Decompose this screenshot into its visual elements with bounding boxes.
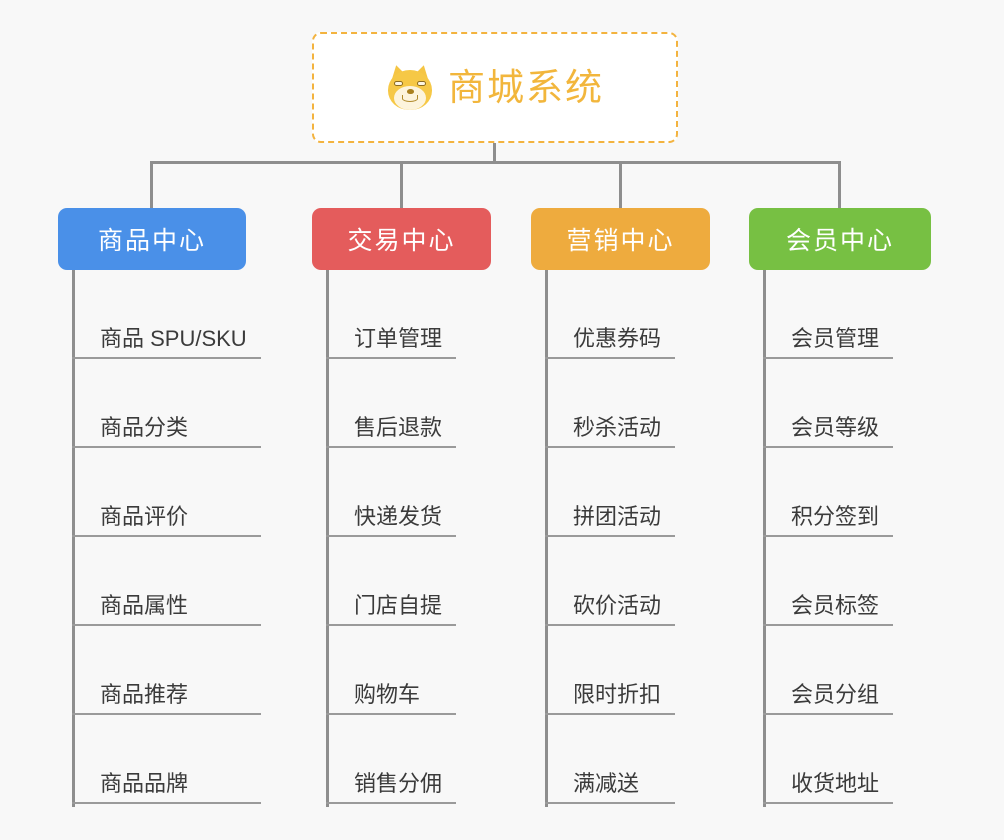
leaf-label: 商品评价 bbox=[100, 503, 189, 529]
leaf-item[interactable]: 销售分佣 bbox=[326, 715, 457, 804]
leaf-item[interactable]: 优惠券码 bbox=[545, 270, 676, 359]
connector-horizontal-bus bbox=[150, 161, 841, 164]
root-node[interactable]: 商城系统 bbox=[312, 32, 678, 143]
leaf-item[interactable]: 商品属性 bbox=[72, 537, 261, 626]
leaf-label: 订单管理 bbox=[354, 325, 443, 351]
connector-drop-3 bbox=[619, 161, 622, 208]
leaf-item[interactable]: 秒杀活动 bbox=[545, 359, 676, 448]
leaf-label: 会员管理 bbox=[791, 325, 880, 351]
trunk-line-1 bbox=[72, 270, 75, 807]
leaf-label: 砍价活动 bbox=[573, 592, 662, 618]
leaf-list-4: 会员管理 会员等级 积分签到 会员标签 会员分组 收货地址 bbox=[763, 270, 894, 804]
leaf-item[interactable]: 满减送 bbox=[545, 715, 676, 804]
category-title-2: 交易中心 bbox=[347, 227, 456, 255]
branch-column-3: 营销中心 优惠券码 秒杀活动 拼团活动 砍价活动 限时折扣 满减送 bbox=[531, 208, 710, 807]
leaf-item[interactable]: 砍价活动 bbox=[545, 537, 676, 626]
leaf-label: 商品推荐 bbox=[100, 681, 189, 707]
leaf-item[interactable]: 售后退款 bbox=[326, 359, 457, 448]
shiba-dog-icon bbox=[386, 62, 434, 111]
leaf-item[interactable]: 商品评价 bbox=[72, 448, 261, 537]
leaf-item[interactable]: 收货地址 bbox=[763, 715, 894, 804]
leaf-label: 满减送 bbox=[573, 770, 640, 796]
category-header-4[interactable]: 会员中心 bbox=[749, 208, 931, 270]
leaf-label: 售后退款 bbox=[354, 414, 443, 440]
leaf-item[interactable]: 会员管理 bbox=[763, 270, 894, 359]
leaf-label: 门店自提 bbox=[354, 592, 443, 618]
category-header-2[interactable]: 交易中心 bbox=[312, 208, 491, 270]
leaf-label: 购物车 bbox=[354, 681, 421, 707]
leaf-item[interactable]: 商品品牌 bbox=[72, 715, 261, 804]
category-title-4: 会员中心 bbox=[785, 227, 894, 255]
leaf-item[interactable]: 商品 SPU/SKU bbox=[72, 270, 261, 359]
leaf-label: 积分签到 bbox=[791, 503, 880, 529]
leaf-item[interactable]: 门店自提 bbox=[326, 537, 457, 626]
category-title-1: 商品中心 bbox=[97, 227, 206, 255]
leaf-label: 会员分组 bbox=[791, 681, 880, 707]
branch-column-2: 交易中心 订单管理 售后退款 快递发货 门店自提 购物车 销售分佣 bbox=[312, 208, 491, 807]
leaf-item[interactable]: 会员分组 bbox=[763, 626, 894, 715]
trunk-line-3 bbox=[545, 270, 548, 807]
leaf-label: 优惠券码 bbox=[573, 325, 662, 351]
category-title-3: 营销中心 bbox=[566, 227, 675, 255]
category-header-3[interactable]: 营销中心 bbox=[531, 208, 710, 270]
leaf-item[interactable]: 商品分类 bbox=[72, 359, 261, 448]
leaf-label: 商品品牌 bbox=[100, 770, 189, 796]
leaf-label: 限时折扣 bbox=[573, 681, 662, 707]
leaf-label: 销售分佣 bbox=[354, 770, 443, 796]
leaf-label: 商品分类 bbox=[100, 414, 189, 440]
connector-drop-2 bbox=[400, 161, 403, 208]
root-title: 商城系统 bbox=[448, 67, 604, 108]
leaf-label: 收货地址 bbox=[791, 770, 880, 796]
trunk-line-4 bbox=[763, 270, 766, 807]
leaf-list-3: 优惠券码 秒杀活动 拼团活动 砍价活动 限时折扣 满减送 bbox=[545, 270, 676, 804]
leaf-item[interactable]: 拼团活动 bbox=[545, 448, 676, 537]
branch-column-4: 会员中心 会员管理 会员等级 积分签到 会员标签 会员分组 收货地址 bbox=[749, 208, 931, 807]
trunk-line-2 bbox=[326, 270, 329, 807]
leaf-item[interactable]: 积分签到 bbox=[763, 448, 894, 537]
leaf-label: 会员标签 bbox=[791, 592, 880, 618]
leaf-label: 商品属性 bbox=[100, 592, 189, 618]
connector-drop-4 bbox=[838, 161, 841, 208]
connector-drop-1 bbox=[150, 161, 153, 208]
leaf-item[interactable]: 商品推荐 bbox=[72, 626, 261, 715]
leaf-item[interactable]: 订单管理 bbox=[326, 270, 457, 359]
leaf-label: 秒杀活动 bbox=[573, 414, 662, 440]
connector-root-stem bbox=[493, 143, 496, 164]
leaf-label: 会员等级 bbox=[791, 414, 880, 440]
leaf-list-2: 订单管理 售后退款 快递发货 门店自提 购物车 销售分佣 bbox=[326, 270, 457, 804]
category-header-1[interactable]: 商品中心 bbox=[58, 208, 246, 270]
leaf-label: 拼团活动 bbox=[573, 503, 662, 529]
leaf-item[interactable]: 快递发货 bbox=[326, 448, 457, 537]
leaf-item[interactable]: 会员等级 bbox=[763, 359, 894, 448]
leaf-list-1: 商品 SPU/SKU 商品分类 商品评价 商品属性 商品推荐 商品品牌 bbox=[72, 270, 261, 804]
leaf-label: 商品 SPU/SKU bbox=[100, 325, 247, 351]
leaf-item[interactable]: 会员标签 bbox=[763, 537, 894, 626]
branch-column-1: 商品中心 商品 SPU/SKU 商品分类 商品评价 商品属性 商品推荐 商品品牌 bbox=[58, 208, 261, 807]
leaf-item[interactable]: 限时折扣 bbox=[545, 626, 676, 715]
leaf-item[interactable]: 购物车 bbox=[326, 626, 457, 715]
leaf-label: 快递发货 bbox=[354, 503, 443, 529]
